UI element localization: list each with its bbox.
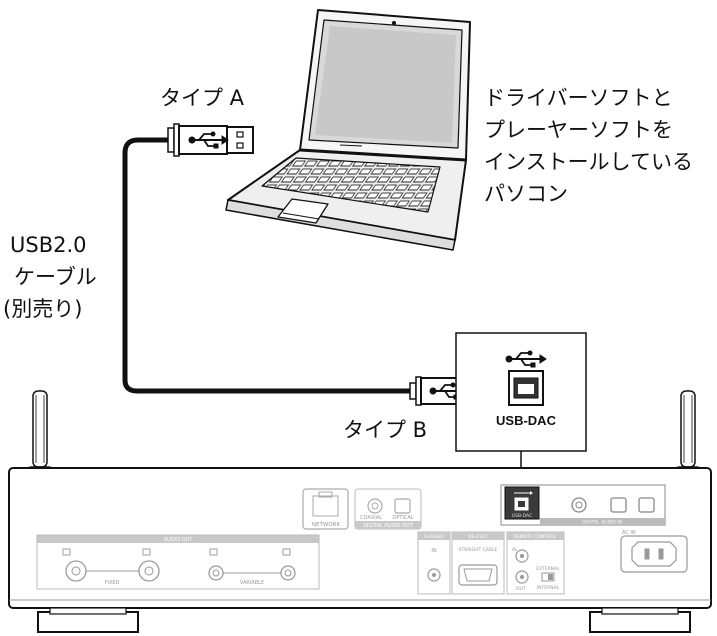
usb-dac-small-label: USB-DAC <box>512 513 532 519</box>
ac-in-socket <box>620 535 688 573</box>
fixed-out-jacks <box>62 548 160 582</box>
pc-label-line3: インストールしている <box>484 150 693 174</box>
foot-left <box>37 611 139 633</box>
remote-control-label: REMOTE CONTROL <box>514 534 557 540</box>
coaxial-label: COAXIAL <box>360 515 382 521</box>
pc-label-line2: プレーヤーソフトを <box>484 118 673 142</box>
cable-label-line3: (別売り) <box>3 297 82 321</box>
coaxial-in-jack <box>571 497 587 513</box>
rc-in-label: IN <box>512 547 517 553</box>
usb-dac-callout: USB-DAC <box>455 332 587 492</box>
fixed-label: FIXED <box>105 580 120 586</box>
pc-label-line1: ドライバーソフトと <box>484 86 673 110</box>
optical-in-jack-1 <box>610 497 627 513</box>
network-port <box>302 488 349 530</box>
rc-in-jack <box>515 549 529 563</box>
ac-in-label: AC IN <box>622 530 636 536</box>
digital-audio-out-label: DIGITAL AUDIO OUT <box>363 523 414 529</box>
rc-out-label: OUT <box>516 586 526 592</box>
variable-label: VARIABLE <box>240 580 264 586</box>
rs232c-port <box>458 564 498 586</box>
optical-out-jack <box>394 498 411 514</box>
type-b-label: タイプ B <box>343 418 427 442</box>
rs232c-label: RS-232C <box>468 534 487 540</box>
usb-cable <box>122 137 410 394</box>
internal-label: INTERNAL <box>537 585 560 591</box>
usb-symbol-icon <box>505 350 547 368</box>
type-a-label: タイプ A <box>160 86 245 110</box>
cable-label-line1: USB2.0 <box>10 233 87 257</box>
external-label: EXTERNAL <box>536 566 560 572</box>
optical-in-jack-2 <box>638 497 655 513</box>
network-label: NETWORK <box>312 522 341 528</box>
cable-label-line2: ケーブル <box>14 265 97 289</box>
device-rear-panel: NETWORK COAXIAL OPTICAL DIGITAL AUDIO OU… <box>8 467 712 633</box>
coaxial-out-jack <box>367 498 383 514</box>
audio-out-label: AUDIO OUT <box>164 537 194 543</box>
optical-label: OPTICAL <box>392 515 413 521</box>
foot-right <box>589 611 691 633</box>
variable-out-jacks <box>208 548 296 581</box>
usb-b-port <box>508 370 544 406</box>
ext-int-switch <box>541 572 555 582</box>
usb-dac-label: USB-DAC <box>496 413 557 428</box>
digital-audio-in-label: DIGITAL AUDIO IN <box>582 520 622 526</box>
pc-label-line4: パソコン <box>484 182 568 206</box>
flasher-label: FLASHER <box>424 534 445 540</box>
flasher-in-label: IN <box>431 548 436 554</box>
laptop-icon <box>225 9 471 251</box>
straight-cable-label: STRAIGHT CABLE <box>459 547 498 553</box>
rc-out-jack <box>515 570 529 584</box>
usb-symbol-icon <box>188 131 229 149</box>
flasher-jack <box>427 568 441 582</box>
